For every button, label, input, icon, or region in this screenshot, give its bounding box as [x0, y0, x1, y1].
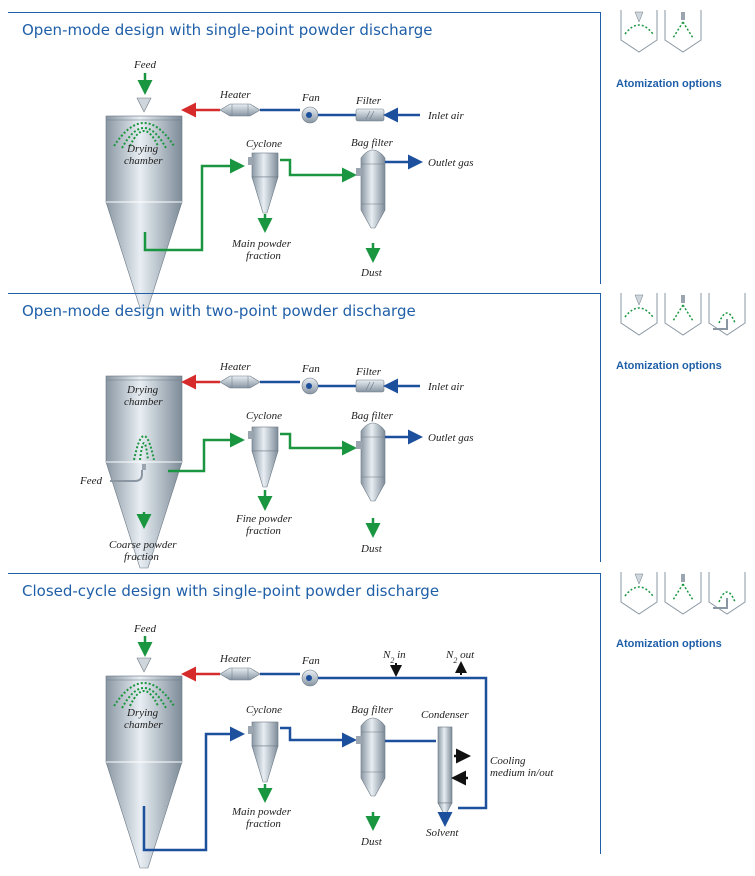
panel-title: Open-mode design with two-point powder d… [22, 302, 416, 320]
label-bag-filter: Bag filter [351, 137, 394, 149]
label-cyclone: Cyclone [246, 138, 282, 150]
label-bag-filter: Bag filter [351, 410, 394, 422]
label-cooling: Cooling [490, 755, 526, 767]
label-condenser: Condenser [421, 709, 469, 721]
atomization-option-1-icon [620, 9, 658, 53]
label-fine-powder-fraction: fraction [246, 525, 281, 537]
panel-title: Closed-cycle design with single-point po… [22, 582, 440, 600]
condenser [437, 726, 453, 815]
label-drying: Drying [126, 384, 159, 396]
atomization-option-2-icon [664, 9, 702, 53]
label-solvent: Solvent [426, 827, 459, 839]
label-chamber: chamber [124, 396, 163, 408]
atomization-options-label: Atomization options [616, 638, 722, 650]
atomization-options-label: Atomization options [616, 78, 722, 90]
panel-1-diagram: Feed Drying chamber Heater Fan Filter In… [105, 9, 702, 309]
atomization-option-3-icon [708, 571, 746, 615]
label-fan: Fan [301, 363, 320, 375]
panel-closed-cycle: Closed-cycle design with single-point po… [8, 573, 601, 854]
label-n2-in: N2 in [382, 649, 406, 665]
label-bag-filter: Bag filter [351, 704, 394, 716]
label-n2-out: N2 out [445, 649, 475, 665]
atomization-options-label: Atomization options [616, 360, 722, 372]
label-feed: Feed [79, 475, 102, 487]
label-dust: Dust [360, 836, 383, 848]
label-cooling-medium: medium in/out [490, 767, 554, 779]
atomization-option-1-icon [620, 571, 658, 615]
label-fan: Fan [301, 655, 320, 667]
label-heater: Heater [219, 653, 251, 665]
label-cyclone: Cyclone [246, 704, 282, 716]
label-main-powder: Main powder [231, 238, 292, 250]
atomization-option-2-icon [664, 292, 702, 336]
label-cyclone: Cyclone [246, 410, 282, 422]
panel-2-diagram: Drying chamber Feed Heater Fan Filter In… [79, 292, 746, 569]
label-main-powder-fraction: fraction [246, 818, 281, 830]
label-feed: Feed [133, 59, 156, 71]
panel-open-two-point: Open-mode design with two-point powder d… [8, 293, 601, 562]
label-filter: Filter [355, 95, 382, 107]
label-outlet-gas: Outlet gas [428, 157, 474, 169]
label-fan: Fan [301, 92, 320, 104]
panel-title: Open-mode design with single-point powde… [22, 21, 433, 39]
label-coarse-powder: Coarse powder [109, 539, 177, 551]
label-dust: Dust [360, 543, 383, 555]
label-chamber: chamber [124, 719, 163, 731]
label-chamber: chamber [124, 155, 163, 167]
atomization-option-3-icon [708, 292, 746, 336]
label-coarse-powder-fraction: fraction [124, 551, 159, 563]
label-drying: Drying [126, 707, 159, 719]
label-main-powder: Main powder [231, 806, 292, 818]
label-dust: Dust [360, 267, 383, 279]
panel-3-diagram: Feed Drying chamber Heater Fan N2 in N2 … [105, 571, 746, 869]
label-feed: Feed [133, 623, 156, 635]
atomization-option-2-icon [664, 571, 702, 615]
label-main-powder-fraction: fraction [246, 250, 281, 262]
label-heater: Heater [219, 361, 251, 373]
label-filter: Filter [355, 366, 382, 378]
label-fine-powder: Fine powder [235, 513, 293, 525]
label-outlet-gas: Outlet gas [428, 432, 474, 444]
label-heater: Heater [219, 89, 251, 101]
atomization-option-1-icon [620, 292, 658, 336]
panel-open-single: Open-mode design with single-point powde… [8, 12, 601, 284]
label-inlet-air: Inlet air [427, 381, 464, 393]
label-inlet-air: Inlet air [427, 110, 464, 122]
label-drying: Drying [126, 143, 159, 155]
